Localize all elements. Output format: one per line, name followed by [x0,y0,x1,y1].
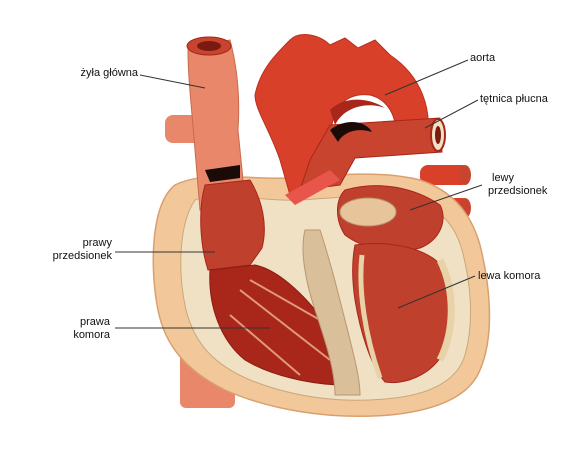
leader-vena-cava [139,74,206,89]
label-right-ventricle: prawa komora [40,316,110,342]
septum [302,229,361,396]
leader-left-atrium [409,184,483,211]
label-right-atrium-line2: przedsionek [52,250,112,262]
leader-pulmonary-artery [424,99,479,129]
label-right-ventricle-line1: prawa [80,316,110,328]
label-right-atrium-line1: prawy [82,237,112,249]
label-left-atrium: lewy przedsionek [488,172,547,198]
label-left-atrium-line2: przedsionek [488,185,548,197]
leader-lines [115,59,483,329]
label-pulmonary-artery: tętnica płucna [480,93,548,105]
label-right-ventricle-line2: komora [73,329,110,341]
leader-left-ventricle [397,275,476,309]
label-vena-cava: żyła główna [80,67,138,79]
right-atrium-chamber [200,179,265,271]
label-aorta: aorta [470,52,496,64]
aorta-vessel [254,34,429,196]
label-left-atrium-line1: lewy [492,172,515,184]
label-left-ventricle: lewa komora [478,270,541,282]
leader-aorta [384,59,469,96]
label-right-atrium: prawy przedsionek [34,237,112,263]
left-ventricle-chamber [352,243,454,384]
